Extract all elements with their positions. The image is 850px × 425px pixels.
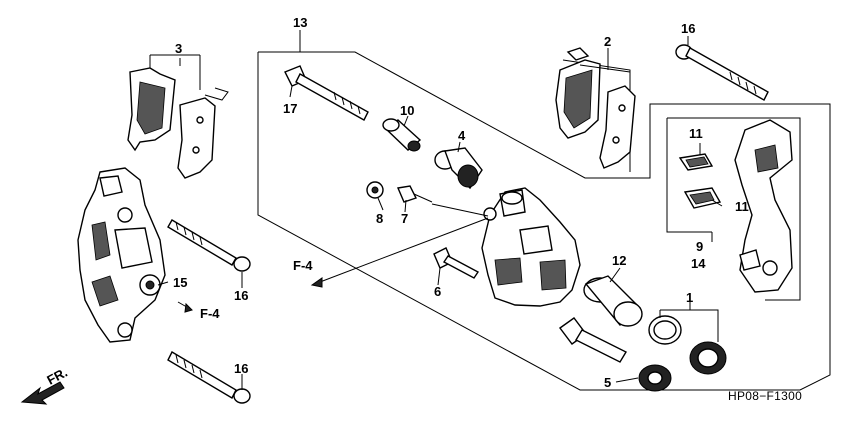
callout-11b: 11: [735, 199, 749, 214]
part-number-callouts: 1 2 3 4 5 6 7 8 9 10 11 11 12 13 14 15 1…: [173, 15, 749, 390]
caliper-body-left: [77, 167, 166, 343]
callout-16c: 16: [681, 21, 695, 36]
callout-9: 9: [696, 239, 703, 254]
leader-lines: [149, 30, 723, 390]
bolt-16-left-upper: [167, 219, 251, 272]
slide-pin: [559, 317, 627, 363]
callout-6: 6: [434, 284, 441, 299]
brake-pad-set-left: [127, 67, 229, 179]
callout-10: 10: [400, 103, 414, 118]
callout-11a: 11: [689, 126, 703, 141]
brake-pad-set-right: [555, 47, 636, 169]
callout-5: 5: [604, 375, 611, 390]
seal-set-1: [648, 315, 727, 375]
callout-14: 14: [691, 256, 706, 271]
pad-spring-clip-11b: [683, 187, 722, 209]
ref-label-f4-left: F-4: [200, 306, 220, 321]
callout-3: 3: [175, 41, 182, 56]
bolt-16-right: [675, 44, 769, 101]
callout-7: 7: [401, 211, 408, 226]
callout-13: 13: [293, 15, 307, 30]
bracket-frame: [666, 117, 801, 301]
caliper-assembly-frame: [257, 51, 831, 391]
diagram-code: HP08−F1300: [728, 389, 802, 403]
dust-boot-5: [638, 364, 672, 392]
sleeve-10: [382, 118, 422, 152]
bolt-16-left-lower: [167, 351, 251, 404]
callout-1: 1: [686, 290, 693, 305]
callout-16b: 16: [234, 361, 248, 376]
ref-arrow-f4-left: [177, 301, 193, 313]
caliper-bracket-9-14: [734, 119, 793, 293]
callout-17: 17: [283, 101, 297, 116]
callout-16a: 16: [234, 288, 248, 303]
boot-4: [434, 147, 483, 190]
callout-2: 2: [604, 34, 611, 49]
ref-label-f4-center: F-4: [293, 258, 313, 273]
bleeder-screw-7: [397, 185, 433, 203]
callout-8: 8: [376, 211, 383, 226]
bolt-17: [284, 65, 369, 121]
pad-spring-clip-11a: [678, 153, 714, 171]
bolt-6: [433, 247, 480, 279]
front-direction-arrow: [20, 381, 65, 405]
front-direction-label: FR.: [44, 365, 70, 388]
callout-15: 15: [173, 275, 187, 290]
callout-12: 12: [612, 253, 626, 268]
ref-arrow-f4-center: [310, 217, 489, 288]
bleeder-cap-8: [366, 181, 384, 199]
callout-4: 4: [458, 128, 466, 143]
piston-12: [583, 275, 643, 327]
caliper-body-center: [481, 187, 581, 307]
